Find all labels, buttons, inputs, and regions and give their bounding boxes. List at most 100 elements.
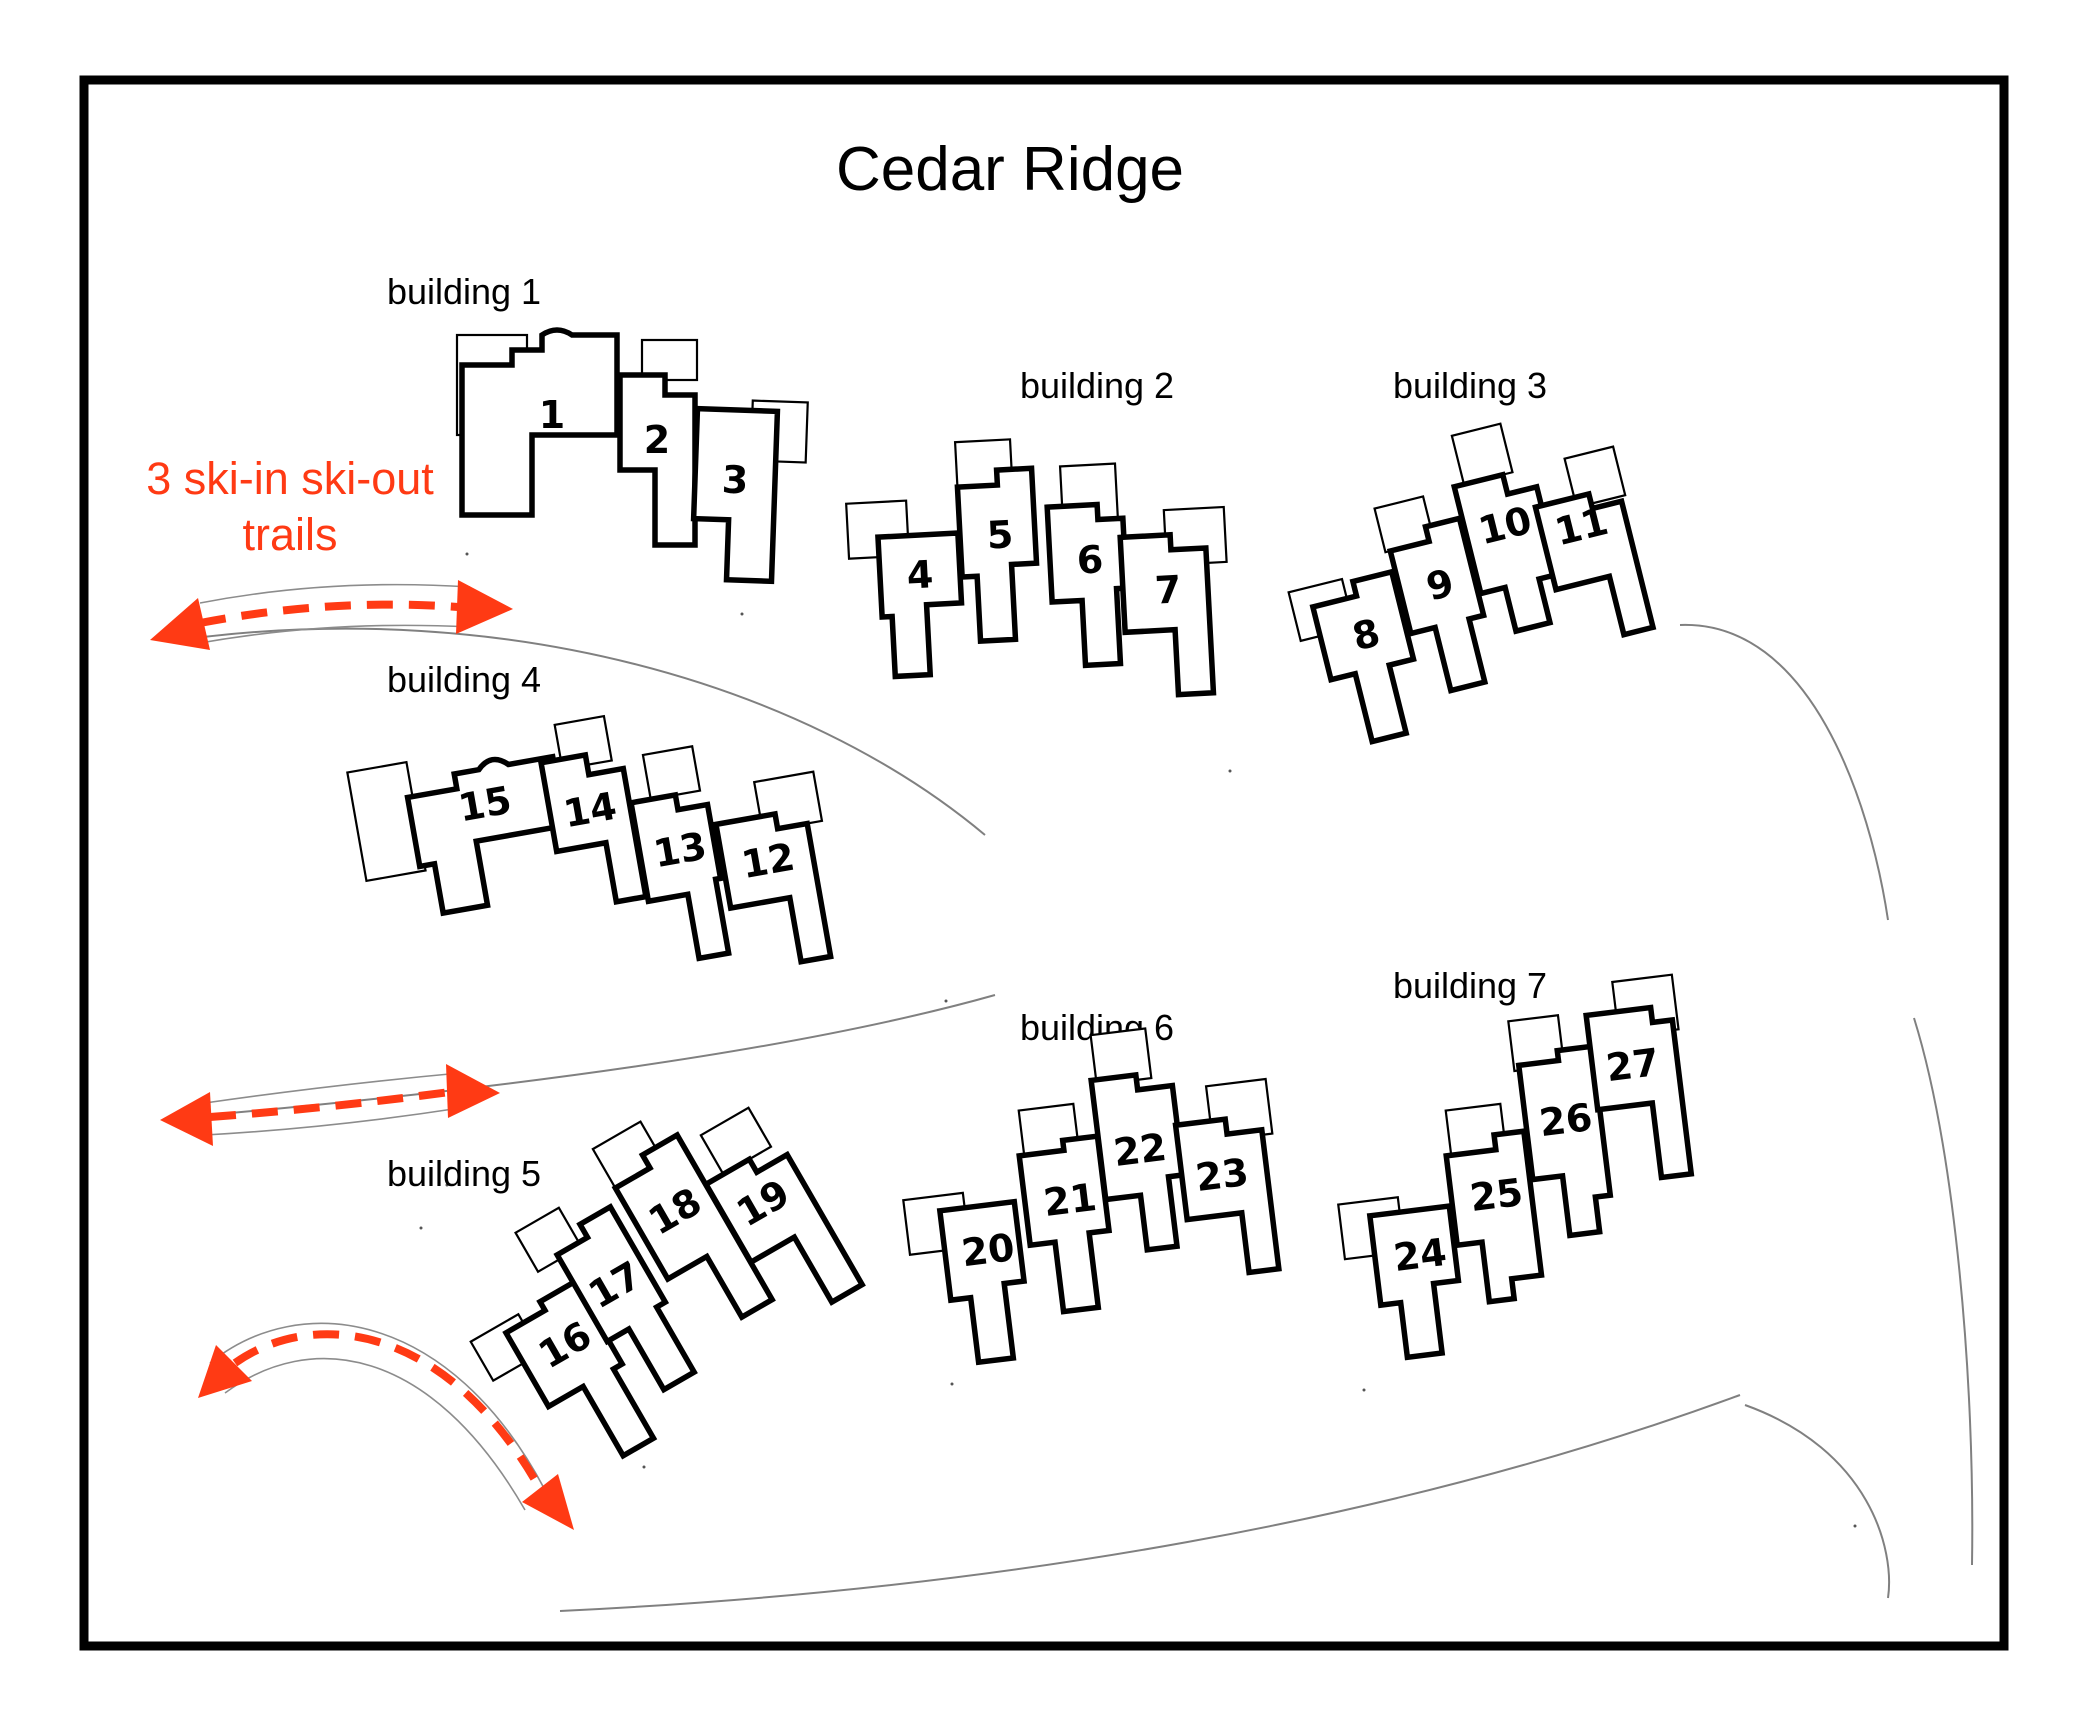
unit-number: 20 bbox=[959, 1225, 1017, 1275]
building-5-units: 16 17 18 19 bbox=[469, 1106, 866, 1460]
arrow-head-left bbox=[160, 1092, 213, 1146]
map-specks bbox=[419, 552, 1857, 1528]
building-1-units: 1 2 3 bbox=[455, 327, 809, 585]
unit-footprint bbox=[1088, 1071, 1187, 1253]
trail-dash-line bbox=[209, 1088, 451, 1121]
unit-17: 17 bbox=[514, 1203, 698, 1394]
unit-10: 10 bbox=[1450, 422, 1562, 635]
unit-footprint bbox=[1044, 501, 1130, 669]
unit-12: 12 bbox=[712, 770, 834, 965]
arrow-head-right bbox=[456, 580, 513, 634]
arrow-head-right bbox=[446, 1064, 500, 1118]
ski-trail-arrow-top bbox=[150, 580, 513, 650]
speck bbox=[419, 1226, 423, 1230]
unit-16: 16 bbox=[469, 1277, 658, 1460]
bottom-right-curve bbox=[1744, 1404, 1891, 1599]
building-1-label: building 1 bbox=[387, 271, 541, 312]
trail-edge bbox=[204, 1107, 461, 1136]
unit-8: 8 bbox=[1287, 568, 1417, 745]
unit-footprint bbox=[690, 405, 781, 585]
unit-footprint bbox=[954, 465, 1040, 645]
speck bbox=[950, 1382, 954, 1386]
building-6-units: 20 21 22 23 bbox=[902, 1027, 1282, 1366]
unit-number: 7 bbox=[1154, 567, 1183, 612]
building-3-units: 8 9 10 11 bbox=[1287, 422, 1657, 745]
speck bbox=[1853, 1524, 1857, 1528]
unit-19: 19 bbox=[699, 1106, 866, 1306]
unit-15: 15 bbox=[346, 753, 569, 917]
unit-number: 12 bbox=[738, 835, 798, 888]
right-trail-lower bbox=[1913, 1017, 1974, 1566]
unit-26: 26 bbox=[1507, 1014, 1614, 1239]
unit-number: 6 bbox=[1076, 537, 1105, 582]
arrow-head-left bbox=[198, 1345, 252, 1398]
unit-footprint bbox=[502, 1277, 658, 1460]
unit-footprint bbox=[1515, 1043, 1614, 1239]
unit-footprint bbox=[611, 1131, 776, 1321]
unit-footprint bbox=[1532, 490, 1657, 638]
unit-21: 21 bbox=[1016, 1102, 1113, 1315]
speck bbox=[642, 1465, 646, 1469]
speck bbox=[1228, 769, 1232, 773]
unit-25: 25 bbox=[1443, 1102, 1545, 1305]
unit-2: 2 bbox=[617, 338, 699, 548]
unit-3: 3 bbox=[690, 399, 809, 585]
map-frame bbox=[79, 75, 2009, 1651]
unit-footprint bbox=[1583, 1004, 1695, 1181]
unit-9: 9 bbox=[1373, 495, 1489, 694]
building-4-label: building 4 bbox=[387, 659, 541, 700]
building-7-label: building 7 bbox=[1393, 965, 1547, 1006]
unit-deck bbox=[1563, 445, 1627, 509]
unit-number: 5 bbox=[986, 512, 1015, 557]
speck bbox=[944, 999, 948, 1003]
unit-13: 13 bbox=[627, 745, 732, 962]
unit-number: 26 bbox=[1537, 1095, 1595, 1145]
arrow-head-left bbox=[150, 598, 210, 650]
unit-1: 1 bbox=[455, 327, 620, 518]
trail-dash-line bbox=[199, 600, 459, 627]
unit-footprint bbox=[1450, 471, 1562, 635]
unit-footprint bbox=[1366, 1203, 1462, 1361]
unit-11: 11 bbox=[1532, 445, 1657, 638]
arrow-head-right bbox=[522, 1474, 574, 1530]
unit-4: 4 bbox=[845, 499, 965, 680]
unit-footprint bbox=[404, 753, 569, 917]
unit-18: 18 bbox=[591, 1120, 776, 1321]
unit-5: 5 bbox=[953, 438, 1040, 645]
unit-number: 23 bbox=[1193, 1150, 1251, 1200]
unit-20: 20 bbox=[902, 1191, 1028, 1366]
unit-footprint bbox=[1117, 531, 1217, 698]
legend-trails-line1: 3 ski-in ski-out bbox=[146, 453, 434, 504]
unit-number: 22 bbox=[1111, 1125, 1169, 1175]
ski-trail-arrows bbox=[150, 580, 574, 1530]
unit-number: 14 bbox=[560, 784, 620, 837]
unit-27: 27 bbox=[1583, 973, 1695, 1181]
unit-number: 25 bbox=[1467, 1170, 1525, 1220]
unit-24: 24 bbox=[1337, 1196, 1462, 1361]
trail-edge bbox=[199, 583, 471, 604]
building-7-units: 24 25 26 27 bbox=[1337, 973, 1695, 1361]
unit-footprint bbox=[1172, 1116, 1282, 1276]
unit-23: 23 bbox=[1172, 1077, 1282, 1276]
unit-footprint bbox=[1443, 1128, 1545, 1305]
unit-footprint bbox=[553, 1203, 698, 1394]
unit-6: 6 bbox=[1044, 462, 1130, 669]
unit-footprint bbox=[712, 810, 834, 965]
unit-7: 7 bbox=[1117, 505, 1228, 698]
unit-deck bbox=[641, 745, 702, 801]
unit-number: 21 bbox=[1041, 1175, 1099, 1225]
speck bbox=[1362, 1388, 1366, 1392]
unit-number: 2 bbox=[644, 418, 670, 462]
unit-number: 4 bbox=[906, 552, 935, 597]
unit-number: 13 bbox=[650, 824, 710, 877]
legend-trails-line2: trails bbox=[242, 509, 337, 560]
trail-dash-line bbox=[232, 1330, 539, 1483]
bottom-trail-line bbox=[559, 1394, 1741, 1612]
trail-network bbox=[184, 623, 1974, 1612]
unit-footprint bbox=[1386, 514, 1489, 694]
unit-number: 1 bbox=[539, 393, 565, 437]
building-2-label: building 2 bbox=[1020, 365, 1174, 406]
unit-22: 22 bbox=[1088, 1027, 1187, 1253]
speck bbox=[465, 552, 469, 556]
